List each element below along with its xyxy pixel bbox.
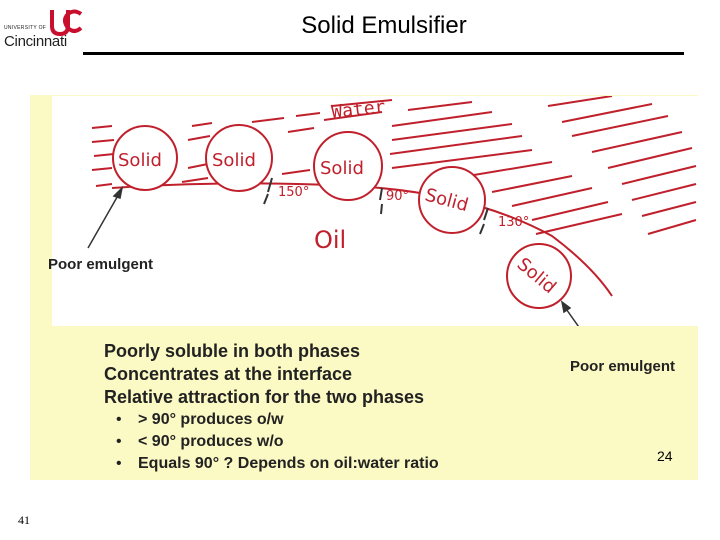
point-line-3: Relative attraction for the two phases: [104, 386, 439, 409]
angle-label-150: 150°: [278, 185, 309, 200]
point-line-1: Poorly soluble in both phases: [104, 340, 439, 363]
slide-title: Solid Emulsifier: [0, 12, 720, 40]
right-caption: Poor emulgent: [570, 358, 675, 375]
bullet-item-1: •> 90° produces o/w: [104, 409, 439, 431]
slide-number: 24: [657, 448, 673, 464]
water-label: Water: [330, 96, 386, 123]
angle-label-90: 90°: [386, 189, 409, 204]
bullet-text-2: < 90° produces w/o: [138, 433, 284, 450]
bullet-item-3: •Equals 90° ? Depends on oil:water ratio: [104, 453, 439, 475]
bullet-text-1: > 90° produces o/w: [138, 411, 284, 428]
page-number: 41: [18, 513, 30, 528]
angle-label-130: 130°: [498, 215, 529, 230]
emulsifier-diagram: Water Solid Solid Solid Solid Solid 150°…: [52, 96, 698, 326]
oil-label: Oil: [314, 226, 346, 254]
key-points: Poorly soluble in both phases Concentrat…: [104, 340, 439, 475]
diagram-drawing: Water Solid Solid Solid Solid Solid 150°…: [52, 96, 698, 326]
solid-label-1: Solid: [118, 150, 162, 171]
left-caption: Poor emulgent: [48, 256, 153, 273]
point-line-2: Concentrates at the interface: [104, 363, 439, 386]
solid-label-3: Solid: [320, 158, 364, 179]
bullet-icon: •: [116, 409, 138, 431]
bullet-icon: •: [116, 453, 138, 475]
title-underline: [83, 52, 684, 55]
bullet-text-3: Equals 90° ? Depends on oil:water ratio: [138, 455, 439, 472]
solid-label-2: Solid: [212, 150, 256, 171]
bullet-icon: •: [116, 431, 138, 453]
bullet-item-2: •< 90° produces w/o: [104, 431, 439, 453]
water-hatching: [92, 96, 696, 234]
